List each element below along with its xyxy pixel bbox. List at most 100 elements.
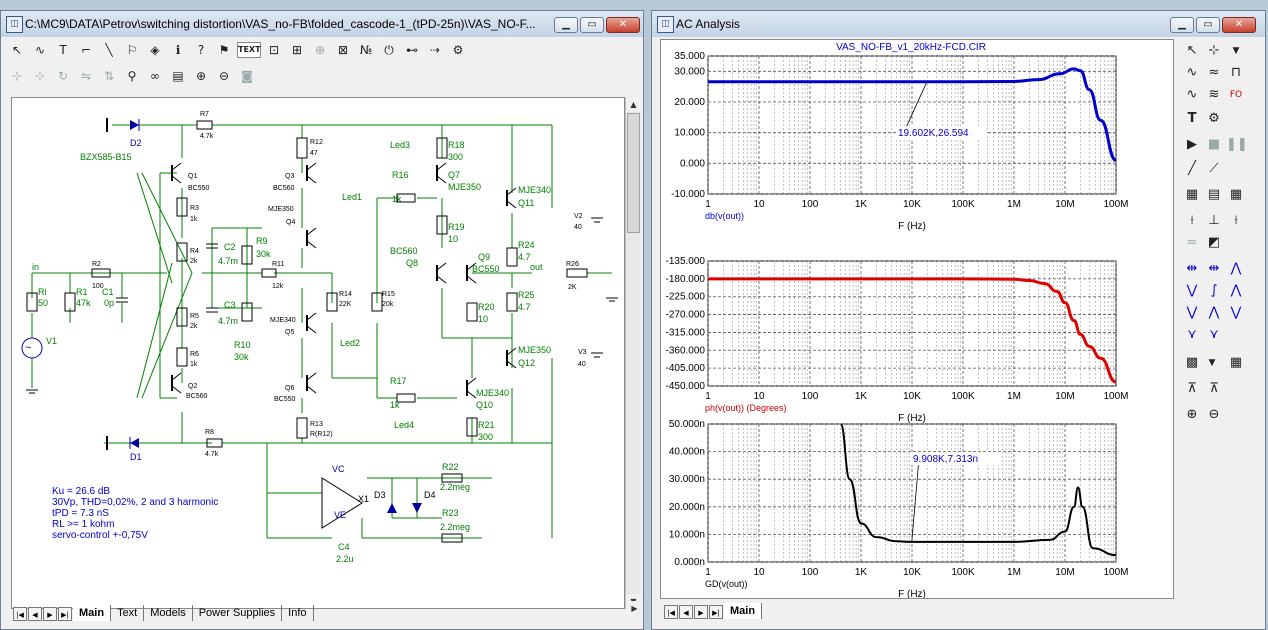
waveform-icon[interactable]: ∿: [1186, 65, 1198, 80]
global-high-icon[interactable]: ⋀: [1230, 283, 1242, 298]
maximize-button[interactable]: ▭: [580, 17, 604, 33]
cursor-right-icon[interactable]: ⊥: [1208, 213, 1220, 228]
flag-icon[interactable]: ⚐: [126, 43, 138, 57]
zoom-in-icon[interactable]: ⊕: [195, 69, 207, 83]
waveform2-icon[interactable]: ≈: [1208, 65, 1220, 80]
grid2-icon[interactable]: ▤: [1207, 187, 1221, 202]
tab-main[interactable]: Main: [724, 603, 763, 619]
x-level-icon[interactable]: ⋎: [1209, 327, 1219, 342]
binoculars-icon[interactable]: ∞: [150, 69, 160, 83]
waveform4-icon[interactable]: ∿: [1186, 87, 1198, 102]
last-tab-icon[interactable]: ▶|: [709, 605, 723, 619]
zoom-in-icon[interactable]: ⊕: [1186, 407, 1198, 422]
pin-icon[interactable]: ⊡: [268, 43, 280, 57]
fo-icon[interactable]: FO: [1229, 90, 1243, 100]
tokens-icon[interactable]: ≈: [1186, 235, 1198, 250]
line-icon[interactable]: ╱: [1188, 161, 1196, 176]
analysis-titlebar[interactable]: ◫ AC Analysis ▁ ▭ ✕: [652, 11, 1265, 37]
minimize-button[interactable]: ▁: [1170, 17, 1194, 33]
prev-tab-icon[interactable]: ◀: [28, 607, 42, 621]
schematic-vscroll[interactable]: ▲ ▼: [625, 97, 641, 609]
node-icon[interactable]: ⊕: [314, 43, 326, 57]
cursor-left-icon[interactable]: ⟊: [1190, 213, 1194, 228]
y-tag-icon[interactable]: ⊼: [1209, 381, 1219, 396]
on-icon[interactable]: ⏻: [384, 43, 394, 57]
h-scroll-right-icon[interactable]: ▶: [627, 601, 642, 616]
cursor-step-icon[interactable]: ⇢: [429, 43, 441, 57]
properties-icon[interactable]: ⚙: [452, 43, 464, 57]
close-button[interactable]: ✕: [1222, 17, 1256, 33]
grid-icon[interactable]: ⊞: [291, 43, 303, 57]
select-arrow-icon[interactable]: ↖: [11, 43, 23, 57]
page-icon[interactable]: ▤: [172, 69, 184, 83]
zoom-out-icon[interactable]: ⊖: [218, 69, 230, 83]
zoom-out-icon[interactable]: ⊖: [1208, 407, 1220, 422]
tab-text[interactable]: Text: [111, 605, 145, 621]
maximize-button[interactable]: ▭: [1196, 17, 1220, 33]
table-icon[interactable]: ▦: [1229, 355, 1243, 370]
rotate-icon[interactable]: ↻: [57, 69, 69, 83]
help-icon[interactable]: ?: [197, 43, 205, 57]
flip-x-icon[interactable]: ⇋: [80, 69, 92, 83]
next-tab-icon[interactable]: ▶: [694, 605, 708, 619]
waveform5-icon[interactable]: ≋: [1208, 87, 1220, 102]
align-icon[interactable]: ⊹: [11, 69, 23, 83]
next-tab-icon[interactable]: ▶: [43, 607, 57, 621]
high-icon[interactable]: ⋀: [1230, 261, 1242, 276]
peak-icon[interactable]: ⇹: [1186, 261, 1198, 276]
text-toggle-button[interactable]: TEXT: [237, 42, 261, 58]
stop-icon[interactable]: ■: [1207, 137, 1221, 152]
palette-icon[interactable]: ▩: [1185, 355, 1199, 370]
scale-icon[interactable]: ⊹: [1208, 43, 1220, 58]
chart-icon[interactable]: ◩: [1207, 235, 1221, 250]
analysis-app-icon[interactable]: ◫: [657, 16, 674, 33]
palette-dropdown-icon[interactable]: ▼: [1208, 358, 1216, 368]
wire-tool-icon[interactable]: ∿: [34, 43, 46, 57]
properties-icon[interactable]: ⚙: [1208, 111, 1220, 126]
close-button[interactable]: ✕: [606, 17, 640, 33]
mc9-app-icon[interactable]: ◫: [6, 16, 23, 33]
slope-icon[interactable]: ⋎: [1187, 327, 1197, 342]
waveform3-icon[interactable]: ⊓: [1230, 65, 1242, 80]
dropdown-icon[interactable]: ▼: [1232, 46, 1240, 56]
info-icon[interactable]: ℹ: [175, 43, 181, 57]
line-points-icon[interactable]: ⟋: [1209, 161, 1219, 176]
ortho-wire-icon[interactable]: ⌐: [80, 43, 92, 57]
cursor-both-icon[interactable]: ⟊: [1234, 213, 1238, 228]
last-tab-icon[interactable]: ▶|: [58, 607, 72, 621]
tab-power-supplies[interactable]: Power Supplies: [193, 605, 283, 621]
grid-icon[interactable]: ▦: [1185, 187, 1199, 202]
line-tool-icon[interactable]: ╲: [105, 43, 113, 57]
find-icon[interactable]: ⚲: [127, 69, 137, 83]
pause-icon[interactable]: ❚❚: [1226, 137, 1248, 152]
low-icon[interactable]: ⋁: [1186, 283, 1198, 298]
pin-connect-icon[interactable]: ⊷: [406, 43, 418, 57]
select-arrow-icon[interactable]: ↖: [1186, 43, 1198, 58]
top-icon[interactable]: ⋀: [1208, 305, 1220, 320]
text-tool-icon[interactable]: T: [59, 43, 67, 57]
camera-icon[interactable]: ◙: [241, 69, 253, 83]
numbers-icon[interactable]: №: [359, 43, 373, 57]
tab-info[interactable]: Info: [282, 605, 314, 621]
bottom-icon[interactable]: ⋁: [1230, 305, 1242, 320]
probe-icon[interactable]: ⊠: [337, 43, 349, 57]
distribute-icon[interactable]: ⊹: [34, 69, 46, 83]
prev-tab-icon[interactable]: ◀: [679, 605, 693, 619]
grid3-icon[interactable]: ▦: [1229, 187, 1243, 202]
valley-icon[interactable]: ⇹: [1208, 261, 1220, 276]
x-tag-icon[interactable]: ⊼: [1187, 381, 1197, 396]
tab-main[interactable]: Main: [73, 605, 112, 621]
text-icon[interactable]: T: [1187, 111, 1197, 126]
scroll-thumb[interactable]: [627, 113, 640, 233]
flip-y-icon[interactable]: ⇅: [103, 69, 115, 83]
first-tab-icon[interactable]: |◀: [664, 605, 678, 619]
scroll-up-icon[interactable]: ▲: [626, 97, 641, 112]
first-tab-icon[interactable]: |◀: [13, 607, 27, 621]
inflection-icon[interactable]: ∫: [1210, 283, 1218, 298]
shape-tool-icon[interactable]: ◈: [150, 43, 160, 57]
tab-models[interactable]: Models: [144, 605, 193, 621]
schematic-titlebar[interactable]: ◫ C:\MC9\DATA\Petrov\switching distortio…: [1, 11, 643, 37]
global-low-icon[interactable]: ⋁: [1186, 305, 1198, 320]
